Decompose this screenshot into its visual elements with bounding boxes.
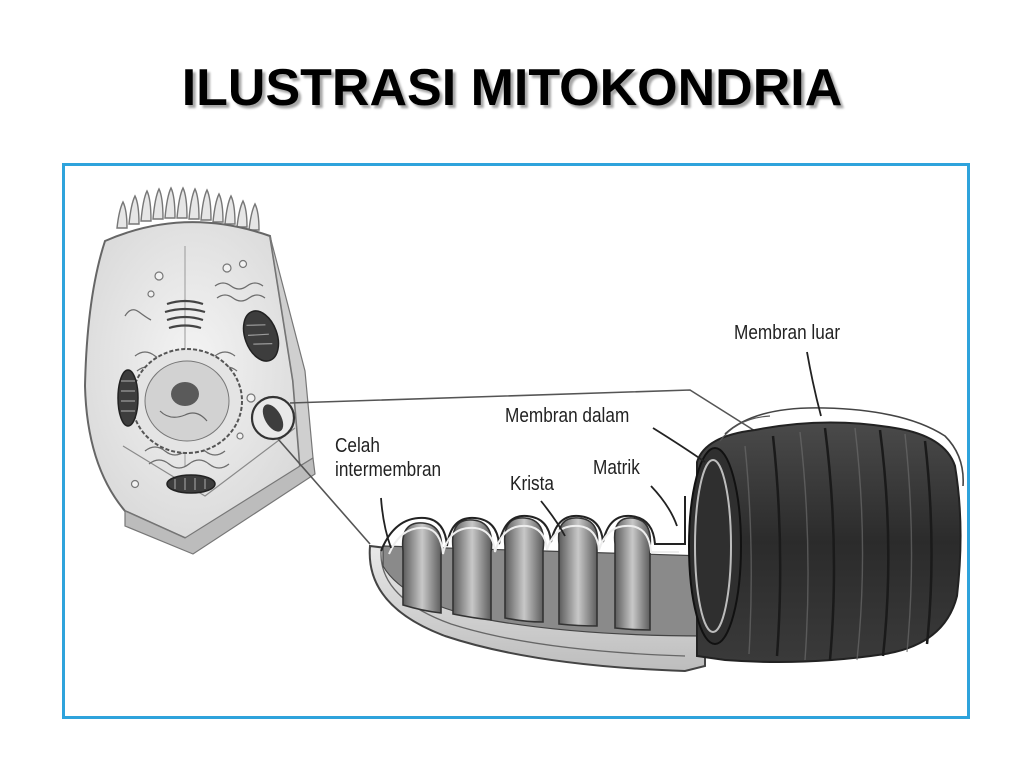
label-outer-membrane: Membran luar xyxy=(734,322,841,344)
label-cristae: Krista xyxy=(510,473,554,495)
microvilli xyxy=(116,186,260,231)
cell-mitochondria xyxy=(117,310,280,494)
leader-lines xyxy=(380,351,822,549)
label-intermembrane-space-line1: Celah xyxy=(335,435,380,457)
cell-illustration xyxy=(83,186,316,555)
mitochondria-figure: Membran luar Membran dalam Celah interme… xyxy=(62,163,970,719)
cristae-folds xyxy=(401,517,652,631)
label-intermembrane-space-line2: intermembran xyxy=(335,459,442,481)
label-inner-membrane: Membran dalam xyxy=(505,405,630,427)
mitochondrion-cutaway xyxy=(368,407,964,673)
nucleus xyxy=(131,348,243,454)
zoom-lines xyxy=(277,389,756,545)
mitochondria-illustration xyxy=(83,186,964,673)
label-matrix: Matrik xyxy=(593,457,640,479)
slide-title: ILUSTRASI MITOKONDRIA xyxy=(181,59,843,117)
golgi xyxy=(164,299,206,330)
